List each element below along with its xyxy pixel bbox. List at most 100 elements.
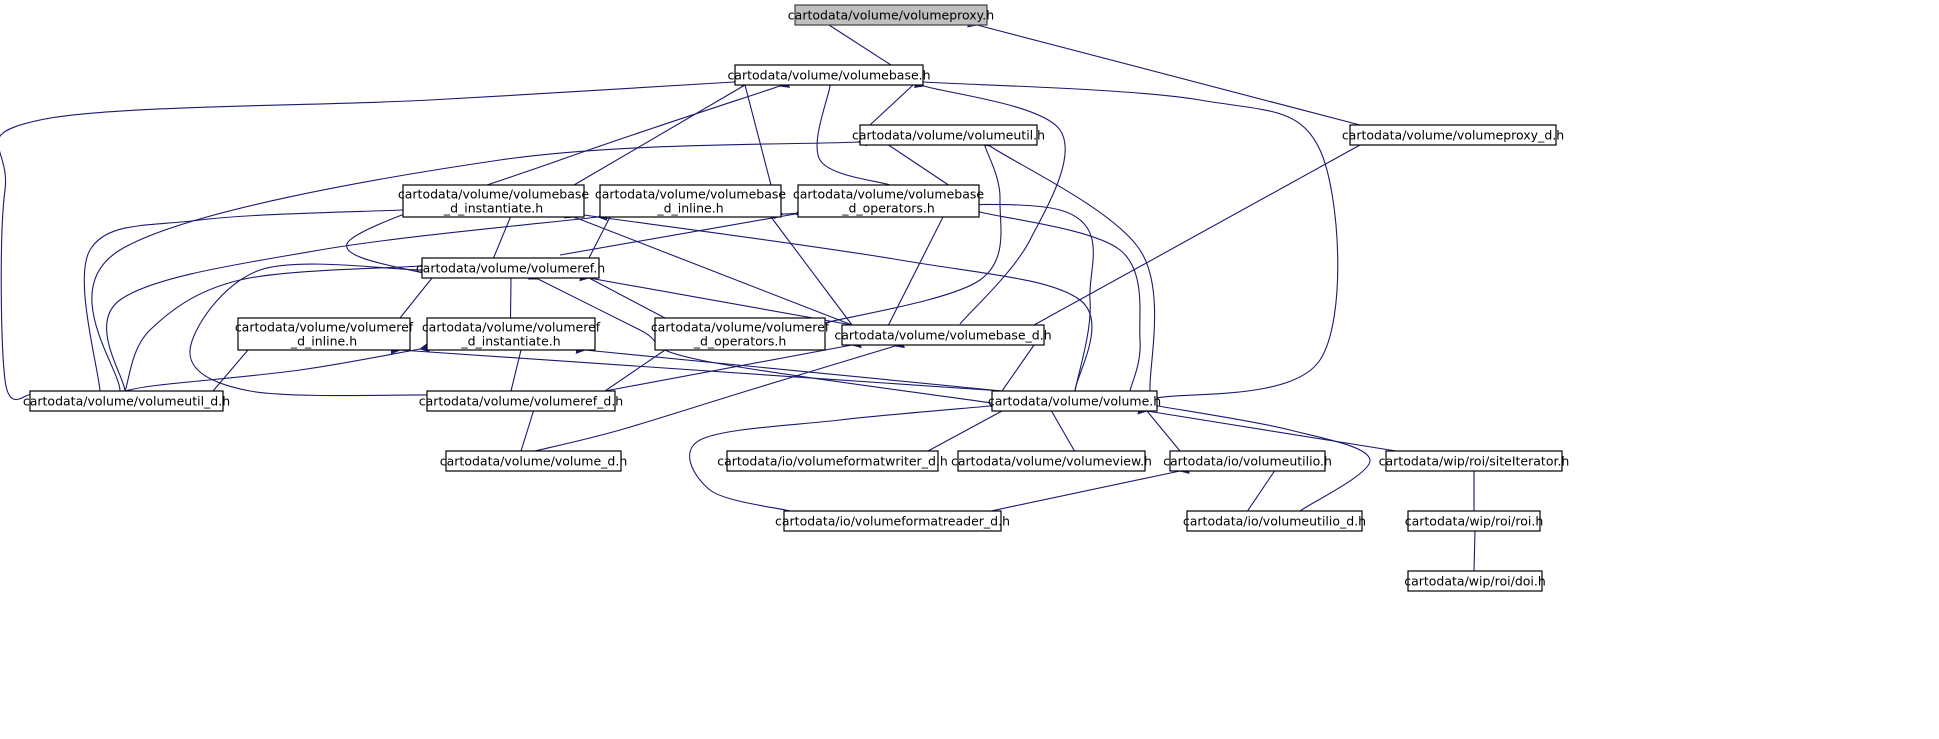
node-label: cartodata/volume/volumebase.h xyxy=(727,68,930,83)
node-volumeutil_d[interactable]: cartodata/volume/volumeutil_d.h xyxy=(23,390,230,412)
edge-volumeutil-to-volume xyxy=(979,136,1156,392)
edge-volumebase_d-to-volumeref_d xyxy=(604,338,862,392)
node-volumeview[interactable]: cartodata/volume/volumeview.h xyxy=(951,450,1152,472)
edge-volumeref-to-vr_inline xyxy=(399,267,442,319)
node-label: _d_instantiate.h xyxy=(443,201,543,216)
edge-volumebase_d-to-volume xyxy=(1001,334,1044,392)
node-volume_d[interactable]: cartodata/volume/volume_d.h xyxy=(440,450,628,472)
node-siteiterator[interactable]: cartodata/wip/roi/siteIterator.h xyxy=(1379,450,1570,472)
node-label: _d_operators.h xyxy=(693,334,787,349)
edge-vb_instantiate-to-volumeref xyxy=(492,206,519,259)
node-volumeutilio_d[interactable]: cartodata/io/volumeutilio_d.h xyxy=(1183,510,1366,532)
edge-vb_instantiate-to-volumeutil_d xyxy=(83,204,412,392)
edge-volumeutilio-to-volumeutilio_d xyxy=(1247,460,1284,512)
edge-volume-to-volumeutilio xyxy=(1137,400,1181,452)
edge-volume-to-volumeview xyxy=(1042,400,1075,452)
edge-volumeproxy-to-volumeproxy_d xyxy=(967,17,1361,126)
node-box xyxy=(654,317,826,351)
edge-volumebase_d-to-volume_d xyxy=(534,338,905,452)
node-label: cartodata/volume/volumebase xyxy=(398,187,590,202)
node-box xyxy=(1385,450,1563,472)
node-formatwriter_d[interactable]: cartodata/io/volumeformatwriter_d.h xyxy=(717,450,948,472)
edge-vb_operators-to-volume xyxy=(970,204,1141,392)
edge-vr_operators-to-volumeref_d xyxy=(604,340,676,392)
edge-volumeutil-to-volumeutil_d xyxy=(91,136,868,392)
node-box xyxy=(1407,510,1541,532)
node-vb_instantiate[interactable]: cartodata/volume/volumebase_d_instantiat… xyxy=(398,184,590,218)
edge-vr_instantiate-to-volumeref_d xyxy=(510,340,528,392)
node-box xyxy=(402,184,585,218)
edge-volumeref-to-vr_operators xyxy=(578,269,666,319)
edge-vb_instantiate-to-volumebase_d xyxy=(563,209,853,326)
node-label: cartodata/volume/volumeref xyxy=(651,320,830,335)
node-volumebase[interactable]: cartodata/volume/volumebase.h xyxy=(727,64,931,86)
edge-vb_instantiate-to-volume xyxy=(574,208,1093,392)
edge-volume-to-siteiterator xyxy=(1137,404,1397,452)
node-label: cartodata/volume/volume_d.h xyxy=(440,454,628,469)
node-roi[interactable]: cartodata/wip/roi/roi.h xyxy=(1405,510,1544,532)
node-label: cartodata/volume/volumebase_d.h xyxy=(834,328,1051,343)
node-vr_operators[interactable]: cartodata/volume/volumeref_d_operators.h xyxy=(651,317,830,351)
node-box xyxy=(237,317,411,351)
node-box xyxy=(734,64,924,86)
node-box xyxy=(859,124,1038,146)
edge-volumebase-to-volume xyxy=(914,76,1339,399)
node-formatreader_d[interactable]: cartodata/io/volumeformatreader_d.h xyxy=(775,510,1010,532)
node-label: cartodata/volume/volumebase xyxy=(595,187,787,202)
node-label: cartodata/wip/roi/roi.h xyxy=(1405,514,1544,529)
edge-vr_instantiate-to-volumeutil_d xyxy=(124,342,430,392)
node-label: cartodata/wip/roi/siteIterator.h xyxy=(1379,454,1570,469)
node-vb_operators[interactable]: cartodata/volume/volumebase_d_operators.… xyxy=(793,184,985,218)
edge-volume-to-formatreader_d xyxy=(689,400,1000,512)
node-label: cartodata/volume/volumeutil.h xyxy=(852,128,1045,143)
node-vr_instantiate[interactable]: cartodata/volume/volumeref_d_instantiate… xyxy=(422,317,601,351)
node-box xyxy=(783,510,1002,532)
node-label: cartodata/io/volumeformatwriter_d.h xyxy=(717,454,948,469)
node-label: cartodata/io/volumeformatreader_d.h xyxy=(775,514,1010,529)
node-box xyxy=(1186,510,1363,532)
edge-volumeproxy_d-to-volumebase_d xyxy=(1033,136,1371,326)
node-label: cartodata/volume/volumeview.h xyxy=(951,454,1152,469)
edge-vb_inline-to-volumebase_d xyxy=(761,206,853,326)
node-box xyxy=(1349,124,1557,146)
node-volumeutil[interactable]: cartodata/volume/volumeutil.h xyxy=(852,124,1045,146)
node-label: cartodata/volume/volume.h xyxy=(988,394,1161,409)
node-volume[interactable]: cartodata/volume/volume.h xyxy=(988,390,1161,412)
edge-volumebase-to-vb_operators xyxy=(816,76,891,186)
node-label: _d_inline.h xyxy=(656,201,723,216)
edge-volumeproxy-to-volumebase xyxy=(818,16,892,66)
node-volumeref_d[interactable]: cartodata/volume/volumeref_d.h xyxy=(419,390,623,412)
edge-vr_inline-to-volumeutil_d xyxy=(212,340,258,392)
node-box xyxy=(1407,570,1543,592)
edge-volumeutil-to-vb_operators xyxy=(878,135,949,186)
edge-volumebase-to-volumeutil_d xyxy=(0,76,744,401)
node-box xyxy=(957,450,1146,472)
node-doi[interactable]: cartodata/wip/roi/doi.h xyxy=(1404,570,1546,592)
node-label: cartodata/volume/volumeproxy_d.h xyxy=(1342,128,1564,143)
node-box xyxy=(426,317,596,351)
node-label: cartodata/volume/volumebase xyxy=(793,187,985,202)
edge-volumeref-to-volumebase_d xyxy=(579,271,853,326)
edge-vb_operators-to-volumeref xyxy=(559,207,805,256)
node-label: cartodata/volume/volumeref xyxy=(235,320,414,335)
node-volumeproxy_d[interactable]: cartodata/volume/volumeproxy_d.h xyxy=(1342,124,1564,146)
edge-volume-to-formatwriter_d xyxy=(927,402,1013,452)
node-label: _d_inline.h xyxy=(290,334,357,349)
edge-volumeref-to-vr_instantiate xyxy=(506,269,517,319)
node-label: cartodata/volume/volumeref_d.h xyxy=(419,394,623,409)
node-label: cartodata/io/volumeutilio_d.h xyxy=(1183,514,1366,529)
node-label: cartodata/wip/roi/doi.h xyxy=(1404,574,1546,589)
node-volumeutilio[interactable]: cartodata/io/volumeutilio.h xyxy=(1163,450,1332,472)
node-volumeref[interactable]: cartodata/volume/volumeref.h xyxy=(416,257,605,279)
node-box xyxy=(991,390,1158,412)
node-vb_inline[interactable]: cartodata/volume/volumebase_d_inline.h xyxy=(595,184,787,218)
node-label: cartodata/volume/volumeproxy.h xyxy=(788,8,994,23)
node-label: cartodata/volume/volumeref.h xyxy=(416,261,605,276)
edge-vb_operators-to-volumebase_d xyxy=(888,206,952,326)
edge-volumebase-to-volumeref xyxy=(346,78,791,276)
edge-vb_inline-to-volumeutil_d xyxy=(106,211,608,392)
node-volumebase_d[interactable]: cartodata/volume/volumebase_d.h xyxy=(834,324,1052,346)
node-vr_inline[interactable]: cartodata/volume/volumeref_d_inline.h xyxy=(235,317,414,351)
node-box xyxy=(445,450,622,472)
